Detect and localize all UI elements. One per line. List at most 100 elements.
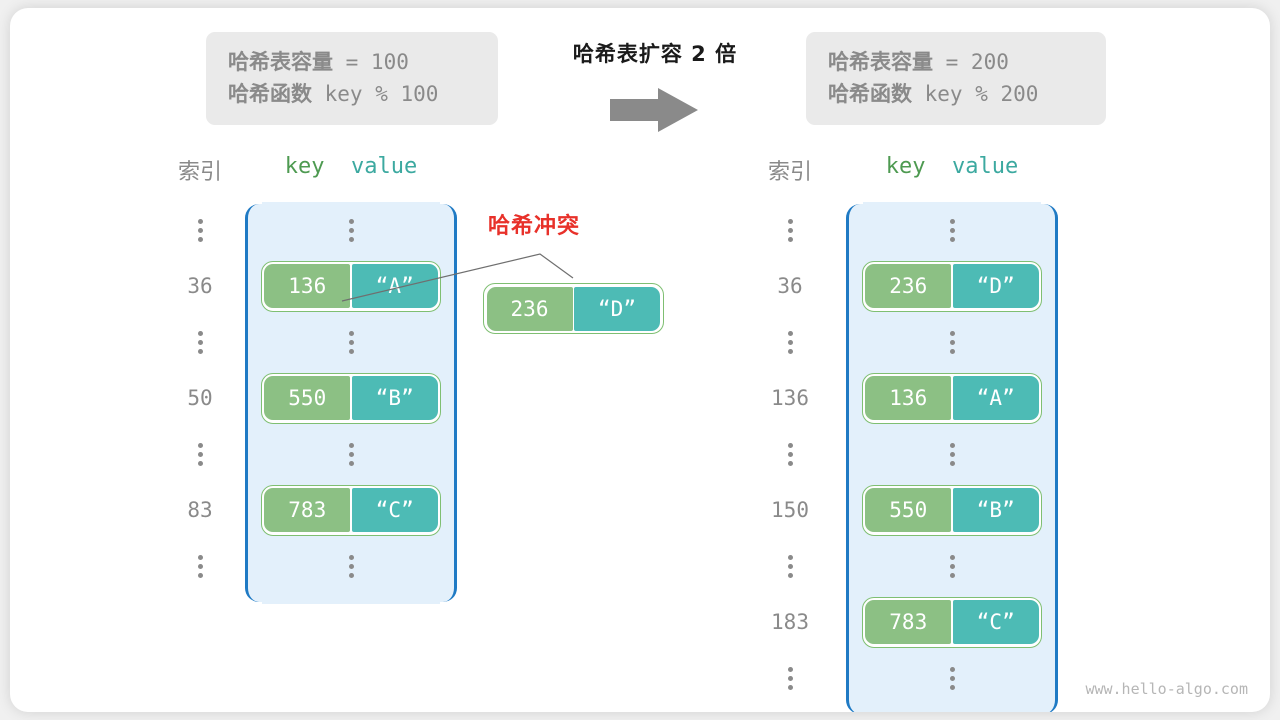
header-index-left: 索引 <box>177 160 222 185</box>
index-label: 150 <box>771 498 809 522</box>
header-index-right: 索引 <box>767 160 812 185</box>
capacity-line-before: 哈希表容量 = 100 <box>228 46 476 78</box>
ellipsis-icon <box>197 554 203 578</box>
header-value-right: value <box>952 154 1019 179</box>
ellipsis-icon <box>949 666 955 690</box>
kv-value: “A” <box>952 376 1039 420</box>
table-row-ellipsis <box>248 322 454 362</box>
ellipsis-icon <box>197 442 203 466</box>
function-expr: key % 200 <box>912 82 1039 106</box>
table-row: 136“A” <box>248 260 454 312</box>
ellipsis-icon <box>949 442 955 466</box>
header-value-left: value <box>351 154 418 179</box>
kv-pair: 550“B” <box>260 372 442 424</box>
ellipsis-icon <box>348 330 354 354</box>
index-label: 183 <box>771 610 809 634</box>
index-ellipsis <box>750 658 830 698</box>
table-row-ellipsis <box>849 434 1055 474</box>
right-arrow-icon <box>610 88 698 132</box>
info-box-after: 哈希表容量 = 200 哈希函数 key % 200 <box>806 32 1106 125</box>
function-expr: key % 100 <box>312 82 439 106</box>
info-box-before: 哈希表容量 = 100 哈希函数 key % 100 <box>206 32 498 125</box>
kv-pair: 550“B” <box>861 484 1043 536</box>
kv-value: “D” <box>952 264 1039 308</box>
table-row: 783“C” <box>849 596 1055 648</box>
index-label: 36 <box>777 274 803 298</box>
ellipsis-icon <box>348 218 354 242</box>
kv-value: “C” <box>952 600 1039 644</box>
index-label: 136 <box>771 386 809 410</box>
collision-entry: 236 “D” <box>483 283 664 334</box>
table-row: 236“D” <box>849 260 1055 312</box>
header-key-value-left: key value <box>245 154 457 179</box>
table-row-ellipsis <box>248 210 454 250</box>
ellipsis-icon <box>348 554 354 578</box>
index-ellipsis <box>750 322 830 362</box>
ellipsis-icon <box>949 330 955 354</box>
table-row-ellipsis <box>849 658 1055 698</box>
index-ellipsis <box>160 322 240 362</box>
header-key-left: key <box>284 154 325 179</box>
index-ellipsis <box>160 434 240 474</box>
ellipsis-icon <box>787 554 793 578</box>
function-label: 哈希函数 <box>228 82 312 106</box>
table-row: 550“B” <box>248 372 454 424</box>
index-ellipsis <box>160 546 240 586</box>
ellipsis-icon <box>787 330 793 354</box>
transition-title: 哈希表扩容 2 倍 <box>572 42 738 66</box>
function-line-before: 哈希函数 key % 100 <box>228 78 476 110</box>
kv-key: 236 <box>486 286 573 331</box>
index-label: 50 <box>187 386 213 410</box>
watermark: www.hello-algo.com <box>1085 680 1248 698</box>
ellipsis-icon <box>949 218 955 242</box>
ellipsis-icon <box>197 218 203 242</box>
kv-key: 136 <box>865 376 952 420</box>
diagram-canvas: 哈希表容量 = 100 哈希函数 key % 100 哈希表扩容 2 倍 哈希表… <box>10 8 1270 712</box>
kv-value: “B” <box>952 488 1039 532</box>
capacity-label: 哈希表容量 <box>228 50 333 74</box>
header-key-right: key <box>885 154 926 179</box>
kv-key: 136 <box>264 264 351 308</box>
table-row-ellipsis <box>849 546 1055 586</box>
kv-key: 236 <box>865 264 952 308</box>
kv-pair: 236 “D” <box>483 283 664 334</box>
table-row-ellipsis <box>849 210 1055 250</box>
function-line-after: 哈希函数 key % 200 <box>828 78 1084 110</box>
index-label: 83 <box>187 498 213 522</box>
kv-pair: 136“A” <box>260 260 442 312</box>
table-row: 550“B” <box>849 484 1055 536</box>
kv-key: 783 <box>865 600 952 644</box>
function-label: 哈希函数 <box>828 82 912 106</box>
index-ellipsis <box>750 210 830 250</box>
table-row: 136“A” <box>849 372 1055 424</box>
kv-pair: 783“C” <box>260 484 442 536</box>
kv-pair: 783“C” <box>861 596 1043 648</box>
table-row-ellipsis <box>248 546 454 586</box>
table-row: 783“C” <box>248 484 454 536</box>
ellipsis-icon <box>197 330 203 354</box>
kv-value: “A” <box>351 264 438 308</box>
ellipsis-icon <box>787 442 793 466</box>
kv-pair: 136“A” <box>861 372 1043 424</box>
kv-pair: 236“D” <box>861 260 1043 312</box>
kv-value: “D” <box>574 286 660 331</box>
ellipsis-icon <box>787 666 793 690</box>
index-ellipsis <box>750 434 830 474</box>
ellipsis-icon <box>949 554 955 578</box>
capacity-line-after: 哈希表容量 = 200 <box>828 46 1084 78</box>
ellipsis-icon <box>787 218 793 242</box>
header-key-value-right: key value <box>846 154 1058 179</box>
table-row-ellipsis <box>248 434 454 474</box>
capacity-expr: = 200 <box>933 50 1009 74</box>
capacity-expr: = 100 <box>333 50 409 74</box>
hash-table-after: 236“D” 136“A” 550“B” 783“C” <box>846 202 1058 712</box>
hash-table-before: 136“A” 550“B” 783“C” <box>245 202 457 604</box>
index-label: 36 <box>187 274 213 298</box>
kv-key: 783 <box>264 488 351 532</box>
index-ellipsis <box>750 546 830 586</box>
kv-key: 550 <box>264 376 351 420</box>
kv-key: 550 <box>865 488 952 532</box>
collision-label: 哈希冲突 <box>488 214 581 239</box>
index-ellipsis <box>160 210 240 250</box>
ellipsis-icon <box>348 442 354 466</box>
